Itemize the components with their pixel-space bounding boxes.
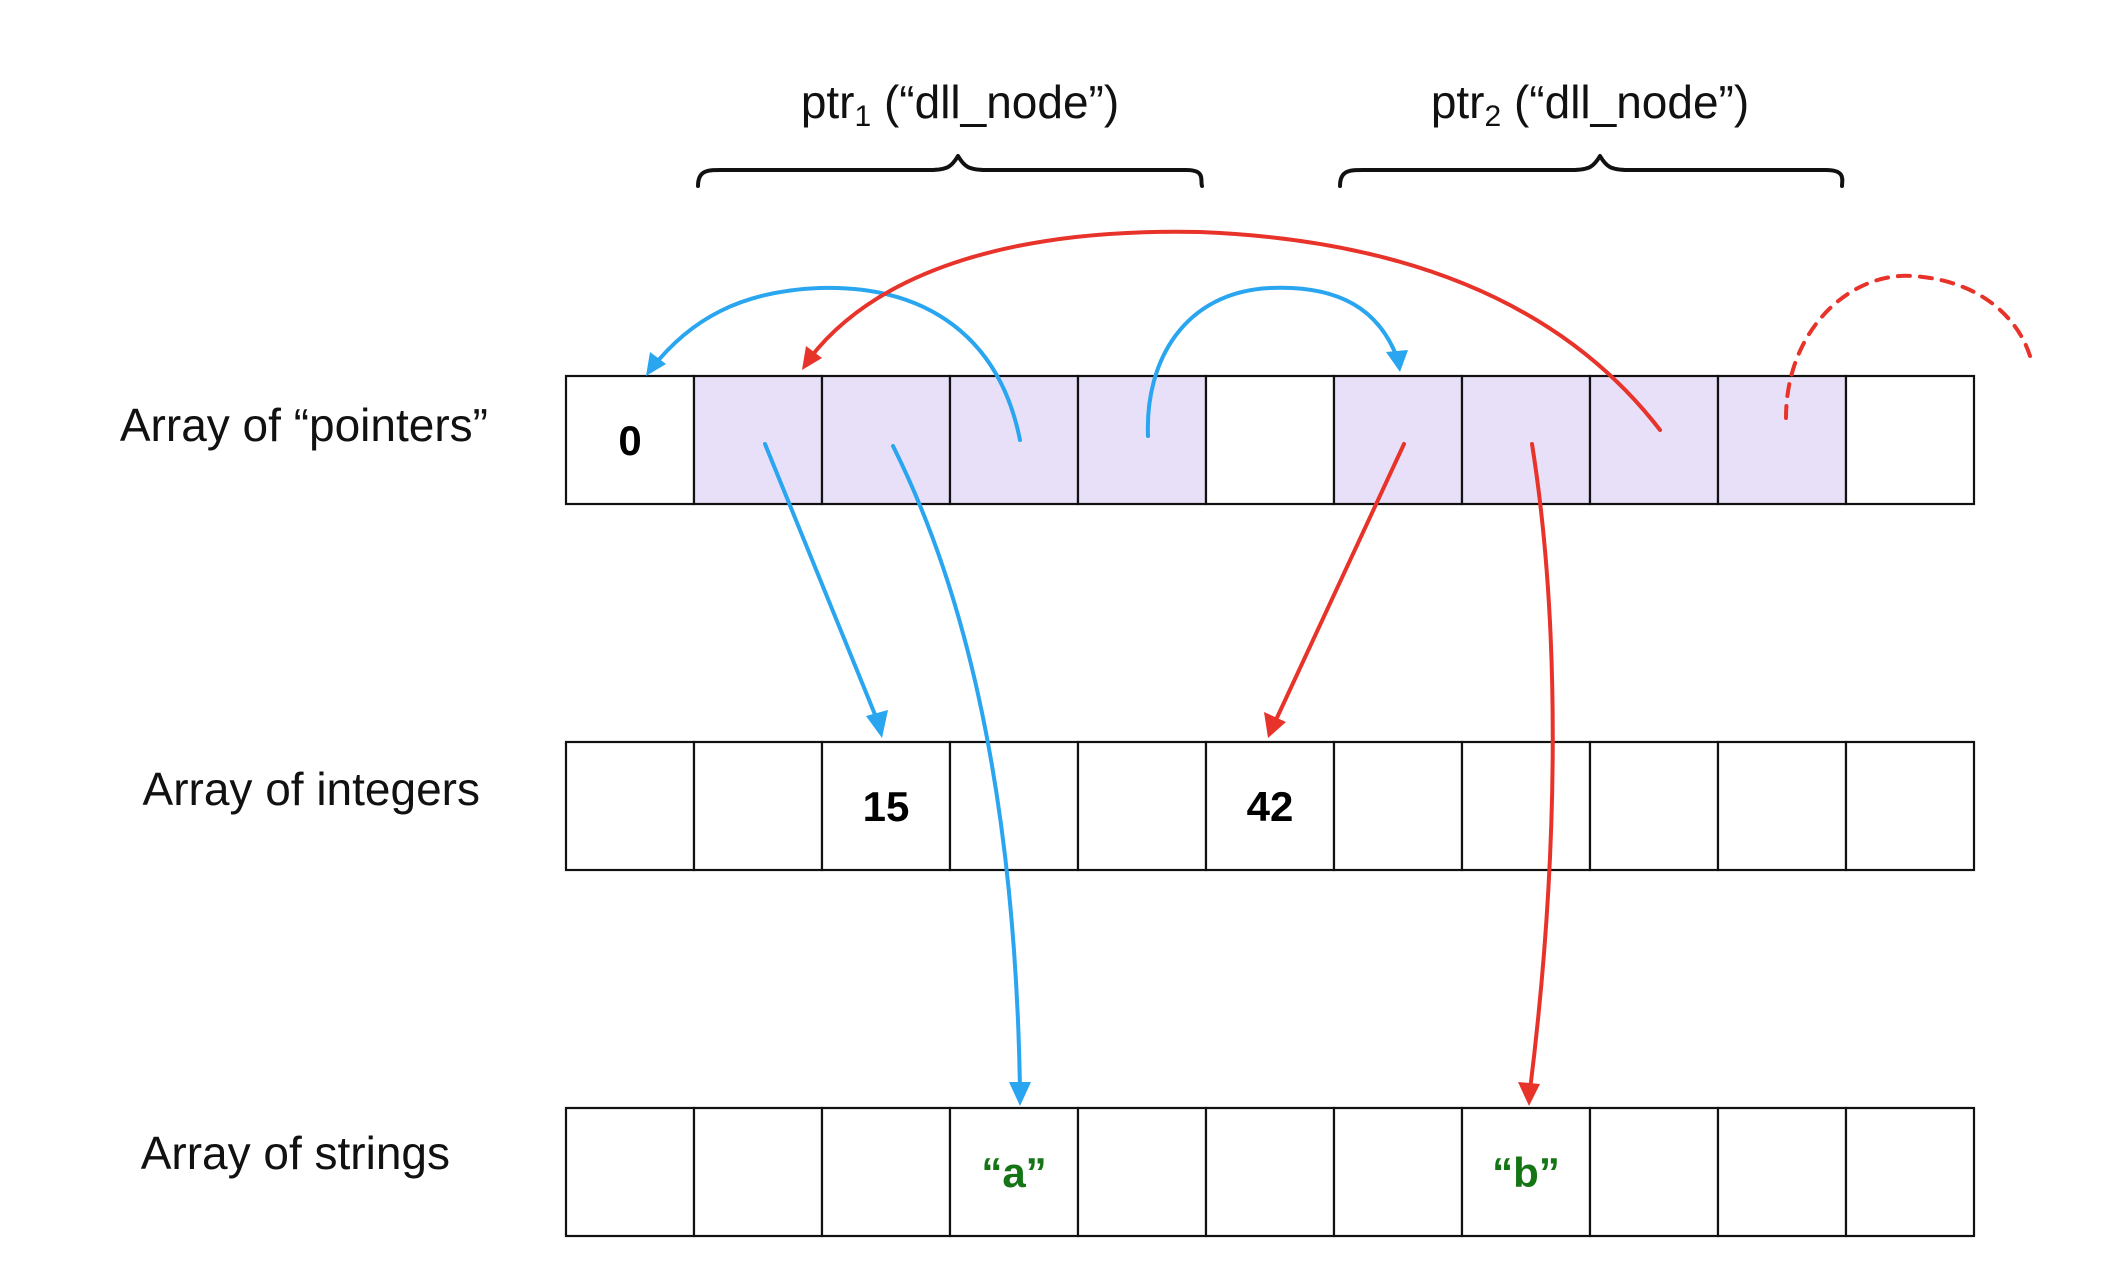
brace-label-ptr1: ptr1 (“dll_node”) (801, 76, 1119, 133)
integers-cell (820, 740, 952, 872)
blue-arrow-to-int (763, 442, 880, 724)
integers-cell (564, 740, 696, 872)
strings-cell (1460, 1106, 1592, 1238)
strings-cell (1204, 1106, 1336, 1238)
blue-arrow-to-str (891, 444, 1022, 1092)
integers-cell (1588, 740, 1720, 872)
pointers-cell (1332, 374, 1464, 506)
pointers-cell (948, 374, 1080, 506)
red-arrow-next-dashed (1784, 273, 2032, 420)
integers-cell (1332, 740, 1464, 872)
strings-cell (1332, 1106, 1464, 1238)
array-row-strings: “a” “b” (564, 1106, 1976, 1238)
blue-arrowhead-next (1386, 350, 1408, 372)
pointers-cell (564, 374, 696, 506)
strings-cell (564, 1106, 696, 1238)
blue-arrowhead-prev (646, 352, 666, 376)
pointer-arrows (646, 229, 2032, 1106)
pointers-cell (692, 374, 824, 506)
pointers-cell (820, 374, 952, 506)
strings-cell-value: “a” (981, 1149, 1046, 1196)
strings-cell (1844, 1106, 1976, 1238)
blue-arrowhead-str (1009, 1082, 1031, 1106)
strings-cell-value: “b” (1492, 1149, 1560, 1196)
row-label-pointers: Array of “pointers” (120, 399, 488, 451)
blue-arrow-prev (650, 285, 1022, 442)
pointers-cell (1844, 374, 1976, 506)
integers-cell (1204, 740, 1336, 872)
integers-cell (1716, 740, 1848, 872)
brace-ptr2 (1338, 154, 1845, 188)
pointers-cell-value: 0 (618, 417, 641, 464)
integers-cell (1460, 740, 1592, 872)
integers-cell (1844, 740, 1976, 872)
red-arrowhead-str (1518, 1082, 1540, 1106)
strings-cell (1076, 1106, 1208, 1238)
array-row-pointers: 0 (564, 374, 1976, 506)
strings-cell (1588, 1106, 1720, 1238)
pointers-cell (1076, 374, 1208, 506)
red-arrowhead-prev (802, 346, 822, 370)
integers-cell (692, 740, 824, 872)
strings-cell (692, 1106, 824, 1238)
pointers-cell (1588, 374, 1720, 506)
pointers-cell (1204, 374, 1336, 506)
strings-cell (1716, 1106, 1848, 1238)
red-arrowhead-int (1264, 712, 1286, 738)
red-arrow-prev (808, 229, 1662, 432)
strings-cell (820, 1106, 952, 1238)
blue-arrowhead-int (866, 710, 888, 738)
pointers-cell (1460, 374, 1592, 506)
integers-cell-value: 42 (1247, 783, 1294, 830)
integers-cell (948, 740, 1080, 872)
integers-cell (1076, 740, 1208, 872)
brace-ptr1 (696, 154, 1204, 188)
row-label-integers: Array of integers (143, 763, 480, 815)
pointers-cell (1716, 374, 1848, 506)
brace-label-ptr2: ptr2 (“dll_node”) (1431, 76, 1749, 133)
red-arrow-to-int (1273, 442, 1406, 724)
integers-cell-value: 15 (863, 783, 910, 830)
red-arrow-to-str (1528, 442, 1555, 1092)
blue-arrow-next (1145, 285, 1400, 438)
row-label-strings: Array of strings (141, 1127, 450, 1179)
